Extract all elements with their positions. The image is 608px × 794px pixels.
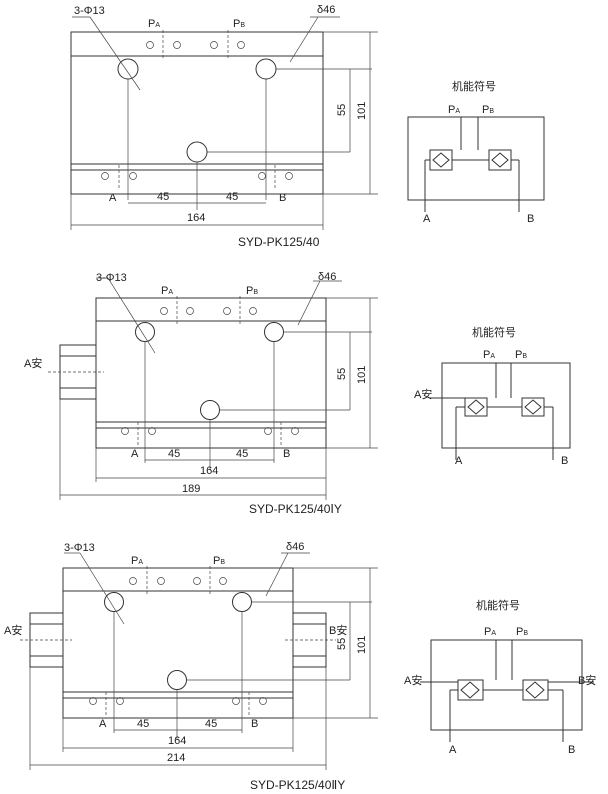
svg-text:PB: PB: [482, 104, 494, 116]
svg-text:PB: PB: [246, 285, 258, 297]
dim-45-right: 45: [226, 191, 238, 203]
side-label-a: A安: [24, 356, 42, 370]
svg-text:A安: A安: [404, 673, 422, 687]
symbol-2: 机能符号 PA PB A安 A B: [414, 325, 571, 467]
svg-text:3-Φ13: 3-Φ13: [64, 542, 95, 554]
svg-text:45: 45: [236, 448, 248, 460]
svg-text:B: B: [568, 744, 575, 756]
svg-text:δ46: δ46: [318, 271, 336, 283]
svg-text:PA: PA: [131, 555, 143, 567]
dim-45-left: 45: [157, 191, 169, 203]
port-b-label: B: [279, 192, 286, 204]
variant-1-block: [70, 16, 378, 230]
port-hole: [186, 141, 208, 163]
model-caption: SYD-PK125/40ⅠY: [249, 502, 342, 516]
svg-text:101: 101: [356, 636, 368, 654]
side-cap-right: [285, 612, 336, 668]
svg-text:A: A: [131, 448, 139, 460]
dim-164: 164: [187, 212, 205, 224]
svg-text:101: 101: [356, 366, 368, 384]
side-label-a: A安: [4, 623, 22, 637]
seal-spec-label: δ46: [317, 4, 335, 16]
svg-text:PA: PA: [484, 626, 496, 638]
svg-text:PB: PB: [515, 349, 527, 361]
svg-text:A: A: [449, 744, 457, 756]
model-caption: SYD-PK125/40ⅡY: [250, 778, 345, 792]
svg-text:55: 55: [336, 368, 348, 380]
svg-text:45: 45: [137, 718, 149, 730]
svg-text:45: 45: [205, 718, 217, 730]
dim-overall: 214: [167, 752, 185, 764]
svg-text:PA: PA: [161, 285, 173, 297]
svg-text:A: A: [99, 718, 107, 730]
side-cap-left: [20, 612, 72, 668]
dim-overall: 189: [182, 483, 200, 495]
svg-text:机能符号: 机能符号: [472, 325, 516, 339]
svg-text:PB: PB: [213, 555, 225, 567]
port-hole: [255, 58, 277, 80]
svg-text:δ46: δ46: [286, 541, 304, 553]
hole-spec-label: 3-Φ13: [74, 5, 105, 17]
symbol-1: 机能符号 PA PB A B: [407, 79, 545, 225]
svg-text:B安: B安: [578, 673, 596, 687]
svg-text:55: 55: [336, 638, 348, 650]
svg-text:A: A: [455, 455, 463, 467]
svg-text:3-Φ13: 3-Φ13: [96, 272, 127, 284]
svg-text:B: B: [251, 718, 258, 730]
top-screws: [146, 30, 245, 60]
side-cap-left: [48, 344, 104, 400]
svg-text:164: 164: [200, 465, 218, 477]
svg-text:A安: A安: [414, 387, 432, 401]
svg-text:A: A: [423, 213, 431, 225]
svg-text:B: B: [561, 455, 568, 467]
svg-text:B: B: [283, 448, 290, 460]
svg-text:PA: PA: [483, 349, 495, 361]
side-label-b: B安: [329, 623, 347, 637]
pb-label: PB: [233, 18, 245, 30]
svg-text:机能符号: 机能符号: [476, 598, 520, 612]
svg-text:PB: PB: [516, 626, 528, 638]
symbol-title: 机能符号: [452, 79, 496, 93]
pa-label: PA: [148, 18, 160, 30]
dim-55: 55: [336, 104, 348, 116]
dim-101: 101: [356, 102, 368, 120]
variant-3-block: [20, 552, 378, 770]
variant-2-block: [48, 277, 378, 500]
svg-text:B: B: [527, 213, 534, 225]
port-a-label: A: [109, 192, 117, 204]
svg-text:PA: PA: [448, 104, 460, 116]
svg-text:164: 164: [168, 735, 186, 747]
svg-text:45: 45: [168, 448, 180, 460]
symbol-3: 机能符号 PA PB A安 B安 A B: [404, 598, 596, 756]
model-caption: SYD-PK125/40: [238, 235, 320, 249]
